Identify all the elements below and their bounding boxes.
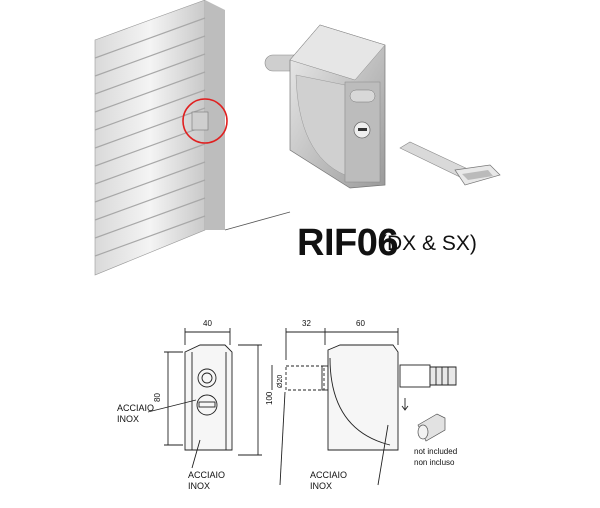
material-label-bottom-1: ACCIAIO — [188, 470, 225, 480]
dim-pin-label: 32 — [302, 319, 311, 328]
product-model-title: RIF06 — [297, 222, 398, 264]
cylinder-render — [417, 413, 446, 442]
material-label-side-1: ACCIAIO — [310, 470, 347, 480]
material-label-side-2: INOX — [310, 481, 332, 491]
dim-body-label: 60 — [356, 319, 365, 328]
lock-position-highlight — [182, 98, 228, 144]
roller-shutter — [94, 0, 291, 276]
dim-diameter-label: Ø20 — [277, 375, 284, 388]
product-variant-label: (DX & SX) — [380, 232, 477, 255]
dim-height-label: 80 — [153, 393, 162, 402]
side-view-drawing — [271, 328, 457, 486]
lock-3d-render — [264, 24, 386, 189]
material-label-left-1: ACCIAIO — [117, 403, 154, 413]
cylinder-note-1: not included — [414, 447, 457, 456]
material-label-bottom-2: INOX — [188, 481, 210, 491]
key-render — [399, 141, 501, 186]
front-view-drawing — [147, 328, 262, 469]
cylinder-note-2: non incluso — [414, 458, 455, 467]
material-label-left-2: INOX — [117, 414, 139, 424]
dim-total-height-label: 100 — [265, 391, 274, 405]
dim-width-label: 40 — [203, 319, 212, 328]
